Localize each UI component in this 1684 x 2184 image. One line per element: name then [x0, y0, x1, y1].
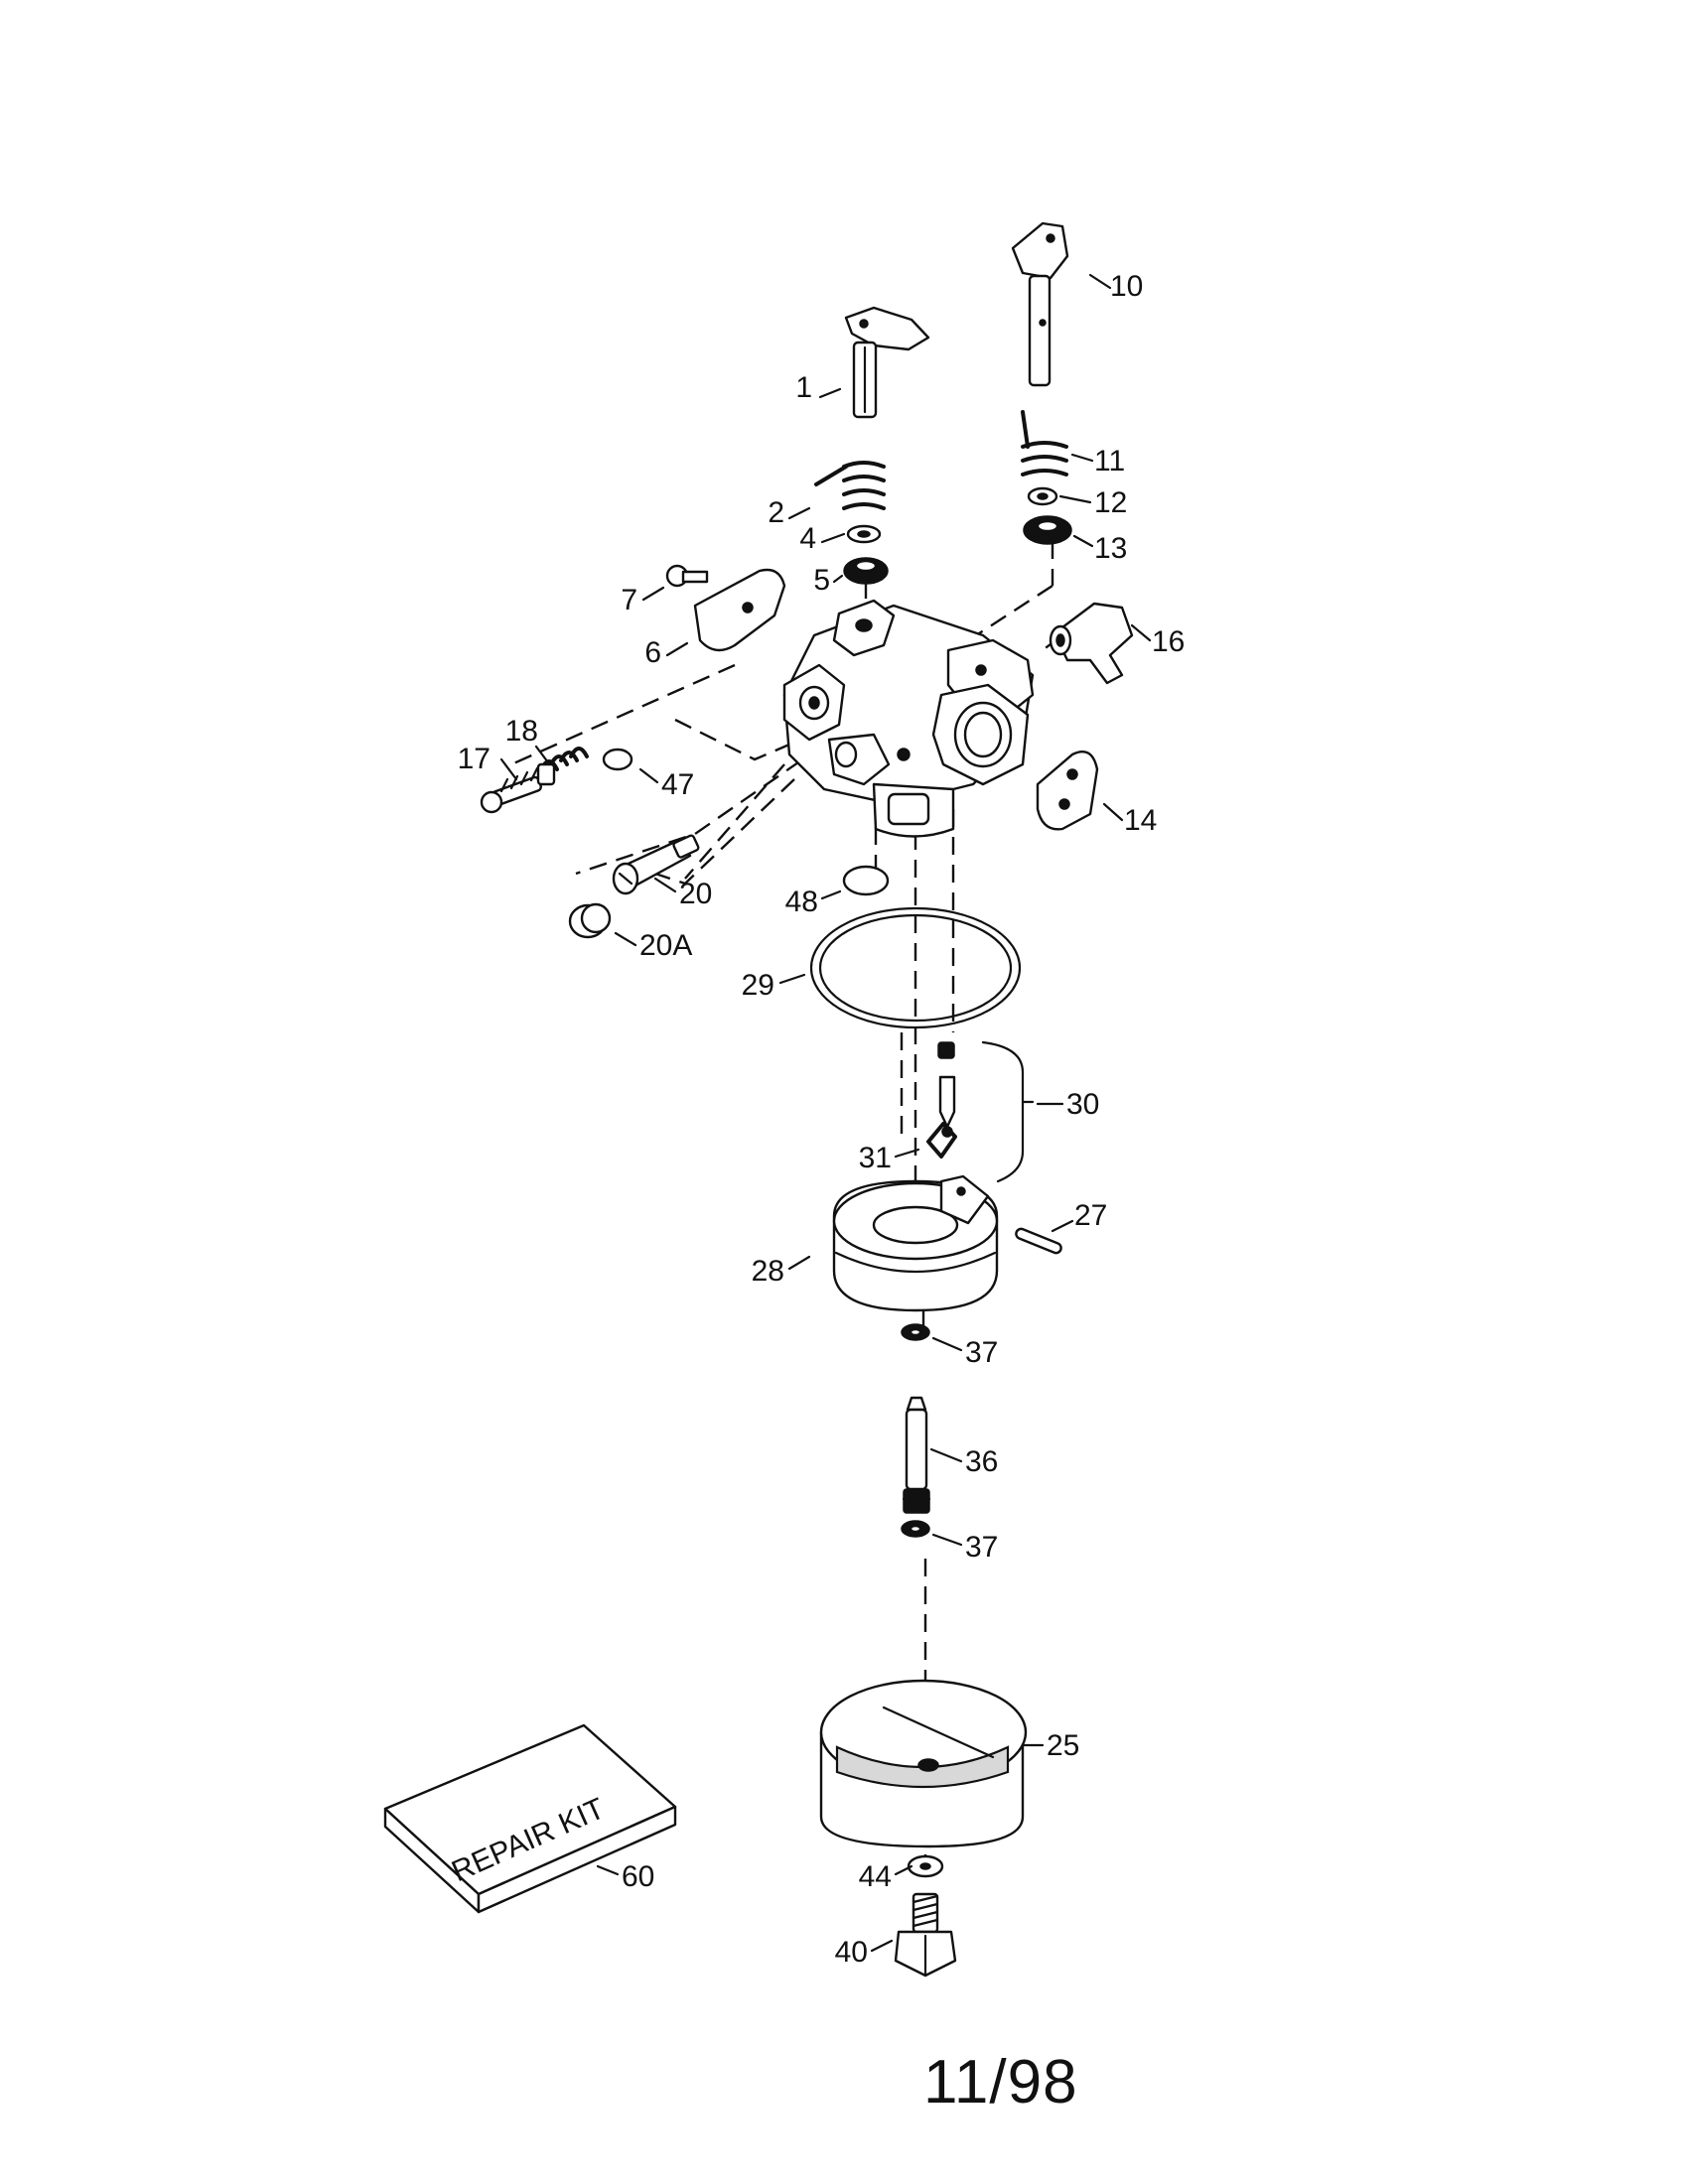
callout-40: 40	[835, 1936, 868, 1969]
part-48-plug	[842, 865, 890, 896]
part-47-plug	[602, 748, 633, 771]
callout-12: 12	[1094, 486, 1127, 519]
callout-44: 44	[859, 1860, 892, 1893]
callout-20: 20	[679, 878, 712, 910]
callout-37-upper: 37	[965, 1336, 998, 1369]
callout-25: 25	[1047, 1729, 1079, 1762]
part-37-washer-lower	[901, 1520, 930, 1538]
part-28-float	[832, 1174, 999, 1312]
part-2-spring	[814, 461, 886, 510]
part-27-pin	[1015, 1227, 1062, 1255]
leader-lines	[499, 273, 1152, 1953]
part-5-seal	[843, 557, 889, 585]
callout-1: 1	[795, 371, 812, 404]
part-14-gasket	[1036, 750, 1099, 831]
callout-37-lower: 37	[965, 1531, 998, 1564]
part-11-spring	[1021, 410, 1068, 477]
callout-5: 5	[813, 564, 830, 597]
part-40-bowl-nut	[894, 1892, 957, 1978]
part-13-seal	[1023, 515, 1072, 545]
callout-48: 48	[785, 886, 818, 918]
callout-11: 11	[1094, 445, 1125, 478]
assembly-guide-lines	[510, 541, 1083, 1856]
part-31-clip	[926, 1122, 957, 1159]
part-7-screw	[665, 564, 709, 588]
part-18-spring	[536, 747, 589, 786]
callout-14: 14	[1124, 804, 1157, 837]
part-37-washer-upper	[901, 1323, 930, 1341]
part-1-shaft	[844, 306, 930, 419]
callout-13: 13	[1094, 532, 1127, 565]
callout-18: 18	[505, 715, 538, 748]
part-30-needle-seat	[937, 1040, 1035, 1183]
callout-47: 47	[661, 768, 694, 801]
callout-labels: 1 2 4 5 6 7 10 11 12 13 14 16 17 18 20 2…	[458, 270, 1186, 1969]
part-44-washer	[907, 1854, 944, 1878]
part-36-main-nozzle	[902, 1396, 931, 1514]
part-20-jet	[612, 834, 700, 895]
callout-31: 31	[859, 1142, 892, 1174]
callout-28: 28	[752, 1255, 784, 1288]
part-6-plate	[693, 568, 786, 652]
part-4-washer	[846, 524, 882, 544]
callout-10: 10	[1110, 270, 1143, 303]
callout-2: 2	[768, 496, 784, 529]
part-10-choke-shaft	[1011, 221, 1069, 387]
callout-60: 60	[622, 1860, 654, 1893]
callout-7: 7	[621, 584, 637, 616]
callout-29: 29	[742, 969, 774, 1002]
part-16-fuel-elbow	[1049, 602, 1134, 685]
footer-date: 11/98	[923, 2048, 1078, 2116]
carburetor-body	[782, 599, 1035, 838]
part-29-gasket-ring	[809, 906, 1022, 1029]
callout-20a: 20A	[639, 929, 692, 962]
callout-30: 30	[1066, 1088, 1099, 1121]
part-20a-plug	[568, 902, 612, 939]
callout-16: 16	[1152, 625, 1185, 658]
callout-4: 4	[799, 522, 816, 555]
callout-6: 6	[644, 636, 661, 669]
callout-17: 17	[458, 743, 491, 775]
part-12-washer	[1027, 486, 1058, 506]
callout-36: 36	[965, 1445, 998, 1478]
callout-27: 27	[1074, 1199, 1107, 1232]
part-25-float-bowl	[819, 1679, 1028, 1848]
